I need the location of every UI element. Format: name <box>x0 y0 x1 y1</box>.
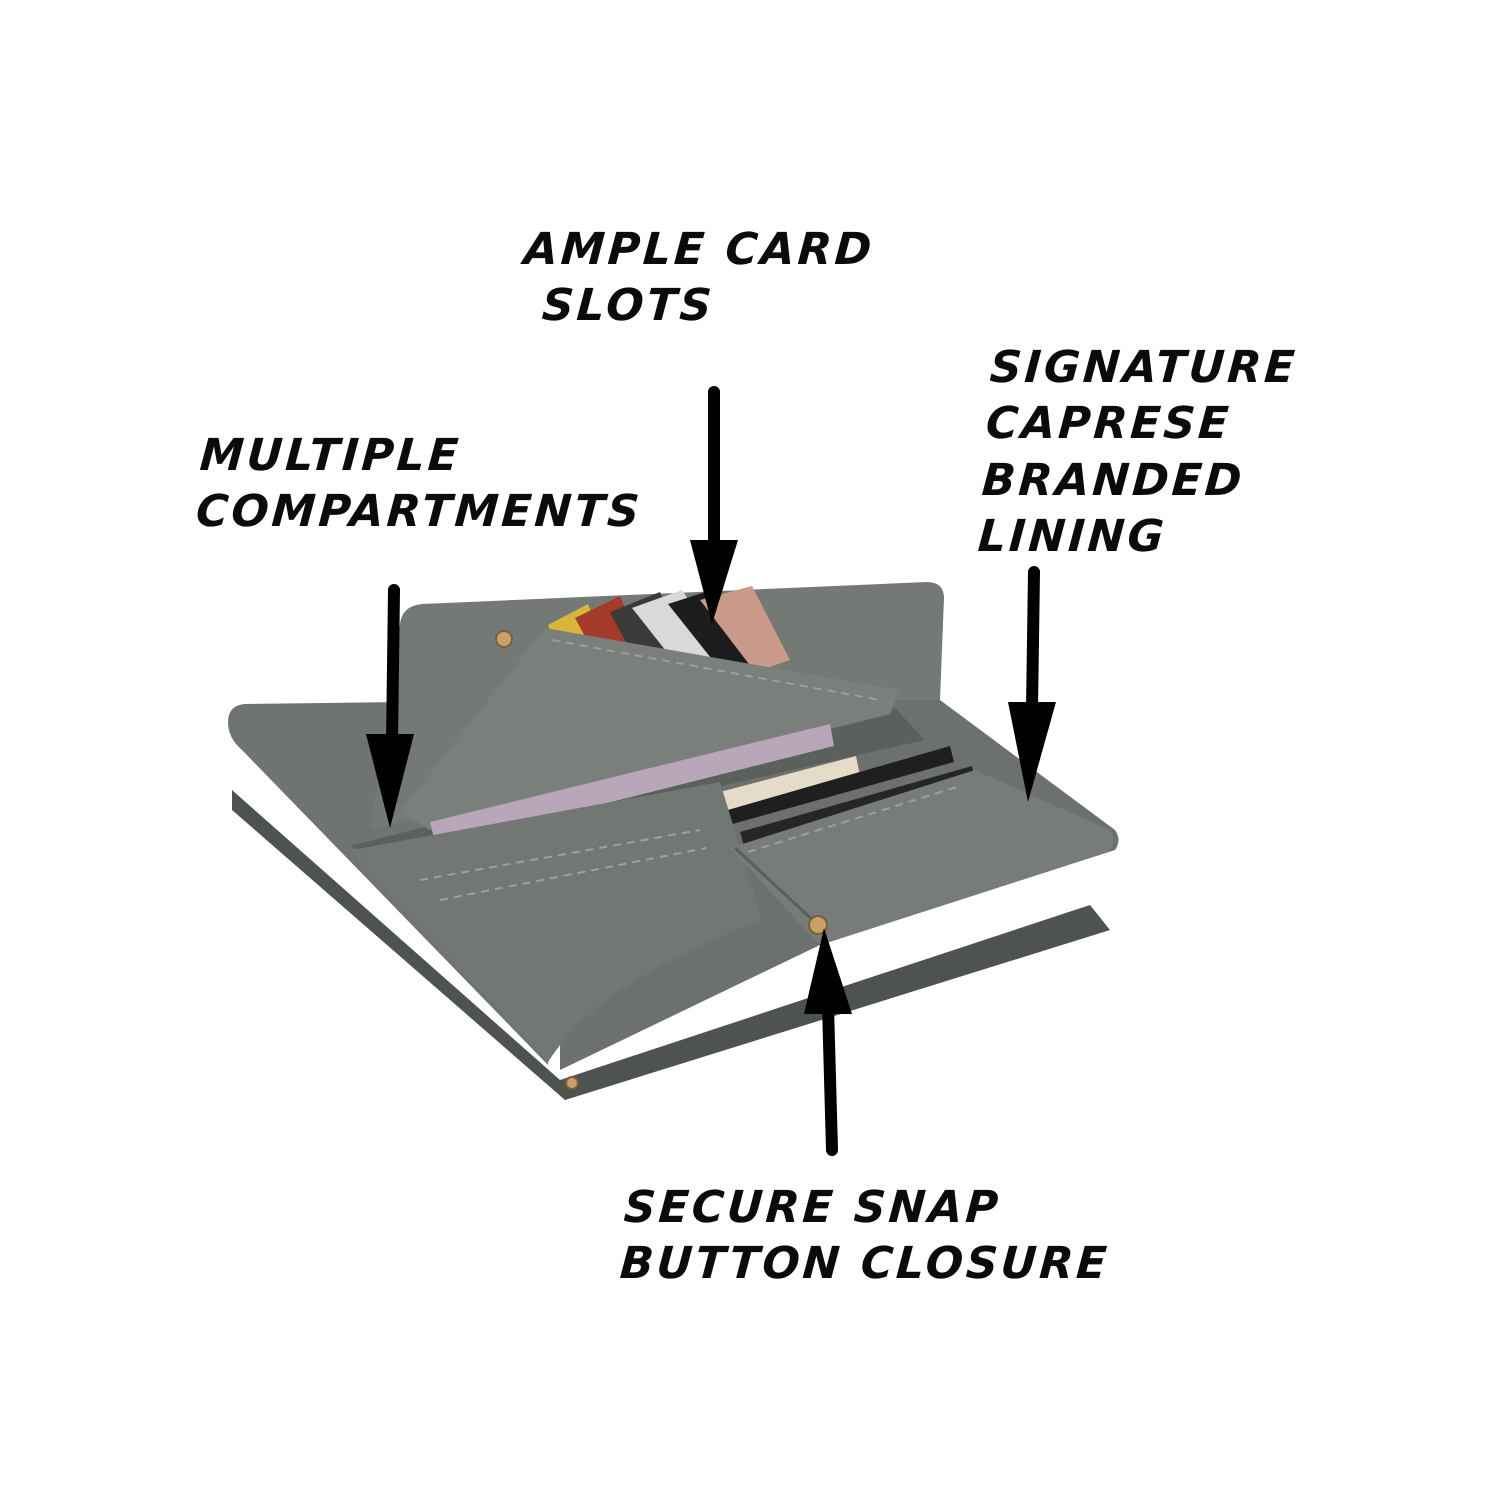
callout-compartments: MULTIPLE COMPARTMENTS <box>194 428 648 541</box>
pocket-seam-1 <box>419 785 961 901</box>
arrow-compartments <box>366 584 414 828</box>
card-5 <box>668 588 768 682</box>
callout-lining: SIGNATURE CAPRESE BRANDED LINING <box>976 340 1299 565</box>
callout-lining-line-4: LINING <box>976 510 1169 562</box>
pocket-seam-2 <box>733 846 820 927</box>
front-pocket-left <box>352 782 762 1062</box>
wallet <box>228 582 1119 1100</box>
snap-button-front <box>808 915 828 935</box>
arrow-lining <box>1008 566 1056 802</box>
card-black-2 <box>740 766 975 846</box>
callout-lining-line-1: SIGNATURE <box>988 342 1300 393</box>
card-6 <box>700 586 790 672</box>
callout-arrows <box>366 386 1056 1156</box>
front-pocket-right <box>730 770 1114 945</box>
callout-snap-line-2: BUTTON CLOSURE <box>618 1238 1112 1290</box>
card-black <box>700 746 954 832</box>
card-slot-pockets <box>400 628 900 830</box>
callout-card-slots: AMPLE CARD SLOTS <box>518 222 876 335</box>
callout-lining-line-3: BRANDED <box>980 454 1247 506</box>
callout-snap-line-1: SECURE SNAP <box>622 1182 1003 1233</box>
callout-snap-closure: SECURE SNAP BUTTON CLOSURE <box>618 1180 1115 1293</box>
arrow-card-slots <box>690 386 738 624</box>
callout-card-slots-line-1: AMPLE CARD <box>522 224 877 275</box>
callout-lining-line-2: CAPRESE <box>984 398 1234 450</box>
callout-compartments-line-1: MULTIPLE <box>198 430 463 481</box>
snap-button-side <box>565 1076 579 1090</box>
callout-card-slots-line-2: SLOTS <box>540 280 717 332</box>
note-1 <box>430 724 834 846</box>
snap-button-top <box>495 630 513 648</box>
callout-compartments-line-2: COMPARTMENTS <box>194 486 644 538</box>
arrow-snap <box>804 928 852 1156</box>
